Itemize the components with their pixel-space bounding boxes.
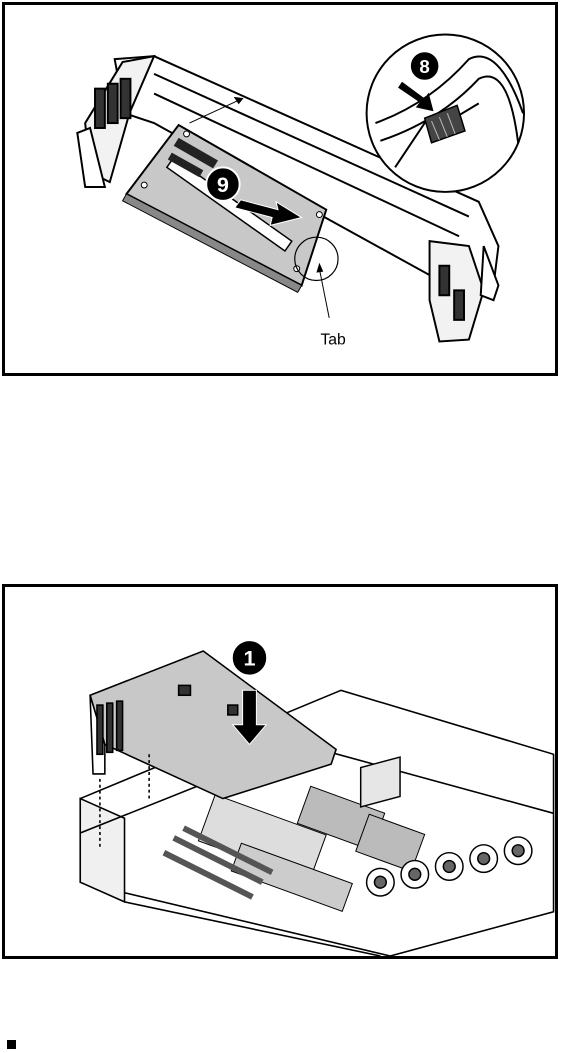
svg-text:1: 1 — [243, 646, 255, 671]
figure-riser-cage-install: 1 — [2, 584, 558, 959]
svg-text:9: 9 — [217, 172, 229, 197]
step-badge-1: 1 — [232, 640, 267, 675]
step-badge-8: 8 — [419, 56, 429, 77]
bullet-marker — [7, 1040, 16, 1049]
chassis-illustration: 1 — [5, 587, 555, 956]
riser-cage-illustration: 9 Tab 8 — [5, 5, 555, 373]
tab-label: Tab — [320, 331, 346, 348]
detail-magnifier: 8 — [367, 35, 524, 192]
figure-riser-card-removal: 9 Tab 8 — [2, 2, 558, 376]
step-badge-9: 9 — [206, 167, 239, 200]
